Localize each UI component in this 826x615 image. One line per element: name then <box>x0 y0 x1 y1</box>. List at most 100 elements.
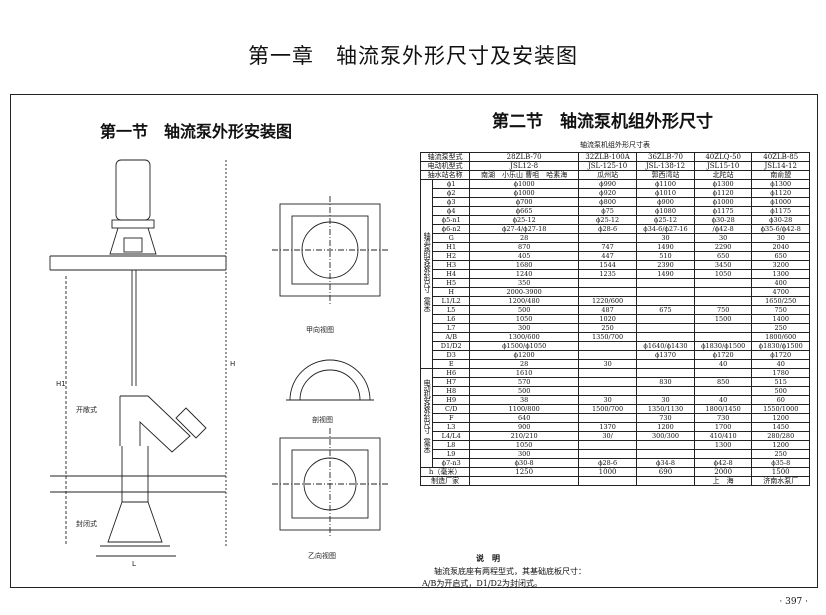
table-cell: 瓜州站 <box>578 170 638 180</box>
note-title: 说 明 <box>476 553 500 563</box>
note-line-2: A/B为开启式，D1/D2为封闭式。 <box>422 579 543 588</box>
row-label-cell: L3 <box>432 422 471 432</box>
table-cell: 30 <box>693 233 753 243</box>
table-cell <box>693 386 753 396</box>
table-cell: 1100/800 <box>469 404 580 414</box>
pump-casing <box>121 446 149 503</box>
row-label-cell: 制造厂家 <box>419 476 471 486</box>
table-cell: 1500/700 <box>578 404 638 414</box>
table-cell: ϕ1300 <box>751 179 810 189</box>
table-cell: ϕ1640/ϕ1430 <box>636 341 695 351</box>
table-cell: 300 <box>469 323 580 333</box>
table-cell: 60 <box>751 395 810 405</box>
row-label-cell: H3 <box>432 260 471 270</box>
table-cell: 36ZLB-70 <box>636 152 695 162</box>
table-cell: 28 <box>469 233 580 243</box>
table-cell: JSL14-12 <box>751 161 810 171</box>
table-cell: ϕ1100 <box>636 179 695 189</box>
table-cell: ϕ700 <box>469 197 580 207</box>
row-label-cell: L9 <box>432 449 471 459</box>
table-cell: 1490 <box>636 269 695 279</box>
table-cell: 1200 <box>636 422 695 432</box>
table-cell: ϕ25-12 <box>636 215 695 225</box>
motor-stand <box>109 227 157 255</box>
note-line-1: 轴流泵底座有两程型式，其基础底板尺寸： <box>434 567 586 576</box>
table-cell: 405 <box>469 251 580 261</box>
table-cell: 870 <box>469 242 580 252</box>
table-cell <box>578 386 638 396</box>
table-cell: ϕ34-8 <box>636 458 695 468</box>
table-cell: 1200 <box>751 413 810 423</box>
table-cell: ϕ900 <box>636 197 695 207</box>
table-cell: 40 <box>693 395 753 405</box>
section-view-arc <box>289 359 371 401</box>
table-cell: 济南水泵厂 <box>751 476 810 486</box>
table-cell <box>578 341 638 351</box>
table-cell: 640 <box>469 413 580 423</box>
table-cell: 1370 <box>578 422 638 432</box>
table-cell: 30 <box>578 395 638 405</box>
row-label-cell: ϕ2 <box>432 188 471 198</box>
section1-title: 第一节 轴流泵外形安装图 <box>100 122 293 141</box>
table-cell: ϕ1010 <box>636 188 695 198</box>
table-cell: 1680 <box>469 260 580 270</box>
table-cell <box>578 476 638 486</box>
table-cell: ϕ25-12 <box>469 215 580 225</box>
table-cell: 1220/600 <box>578 296 638 306</box>
table-cell: 1700 <box>693 422 753 432</box>
table-cell: 747 <box>578 242 638 252</box>
motor-group-label: 电动机安装外形尺寸（毫米） <box>419 368 434 468</box>
table-cell: 830 <box>636 377 695 387</box>
row-label-cell: ϕ7-n3 <box>432 458 471 468</box>
table-cell <box>578 350 638 360</box>
table-cell: ϕ28-6 <box>578 458 638 468</box>
row-label-cell: L8 <box>432 440 471 450</box>
table-cell: 690 <box>636 467 695 477</box>
table-cell: 1610 <box>469 368 580 378</box>
table-cell <box>578 377 638 387</box>
table-cell: ϕ35-6/ϕ42-8 <box>751 224 810 234</box>
table-cell: ϕ1300 <box>693 179 753 189</box>
table-cell: JSL-125-10 <box>578 161 638 171</box>
table-cell: 400 <box>751 278 810 288</box>
table-cell <box>636 386 695 396</box>
label-closed-type: 封闭式 <box>76 519 97 528</box>
table-cell: JSL12-8 <box>469 161 580 171</box>
table-cell: /ϕ42-8 <box>693 224 753 234</box>
table-cell: ϕ1120 <box>751 188 810 198</box>
row-label-cell: L5 <box>432 305 471 315</box>
table-cell: ϕ1500/ϕ1050 <box>469 341 580 351</box>
row-label-cell: L1/L2 <box>432 296 471 306</box>
table-cell: ϕ1830/ϕ1500 <box>693 341 753 351</box>
section2-title: 第二节 轴流泵机组外形尺寸 <box>492 112 713 132</box>
label-dim-H: H <box>230 360 235 368</box>
table-cell <box>636 476 695 486</box>
table-cell: ϕ1720 <box>751 350 810 360</box>
table-cell: 510 <box>636 251 695 261</box>
table-cell: 1050 <box>469 314 580 324</box>
table-cell <box>469 476 580 486</box>
row-label-cell: ϕ6-n2 <box>432 224 471 234</box>
row-label-cell: H6 <box>432 368 471 378</box>
table-cell: ϕ27-4/ϕ27-18 <box>469 224 580 234</box>
table-cell: 30/ <box>578 431 638 441</box>
table-cell: 1350/1130 <box>636 404 695 414</box>
table-cell: ϕ800 <box>578 197 638 207</box>
table-cell: 1240 <box>469 269 580 279</box>
table-cell: 1000 <box>578 467 638 477</box>
table-cell: ϕ1370 <box>636 350 695 360</box>
table-cell: 1780 <box>751 368 810 378</box>
table-row: 制造厂家上 海济南水泵厂 <box>419 476 810 486</box>
table-cell <box>636 368 695 378</box>
